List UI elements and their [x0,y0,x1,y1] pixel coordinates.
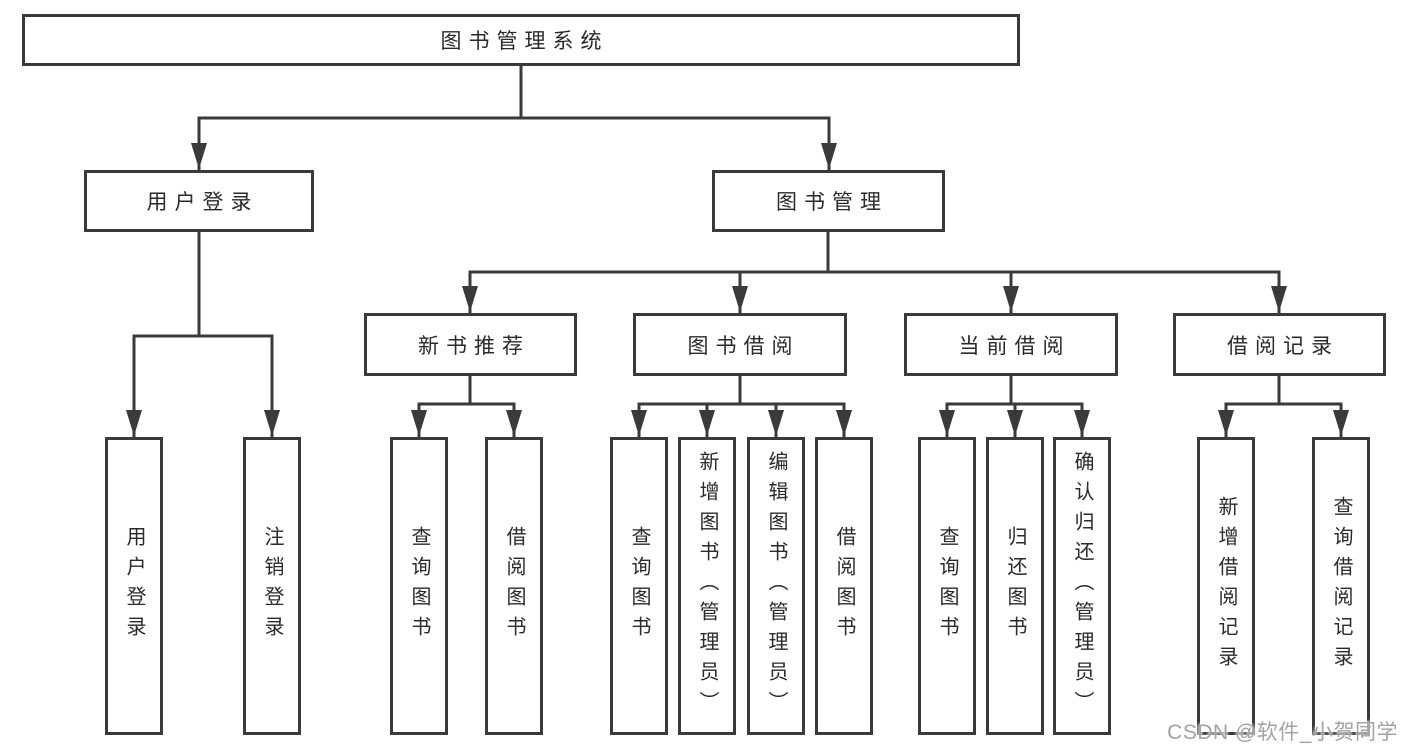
connector [132,229,274,338]
node-leaf-user-login: 用户登录 [105,437,163,735]
node-label: 确认归还（管理员） [1071,451,1093,721]
node-bb-query-books: 查询图书 [610,437,668,735]
node-label: 编辑图书（管理员） [765,451,787,721]
node-current-borrow: 当前借阅 [904,313,1118,376]
node-label: 图书管理 [776,191,888,214]
node-leaf-logout: 注销登录 [243,437,301,735]
node-borrow-records: 借阅记录 [1173,313,1386,376]
node-book-borrow: 图书借阅 [633,313,847,376]
connector [468,229,1281,274]
node-label: 新书推荐 [418,334,530,358]
node-label: 当前借阅 [958,334,1071,358]
node-nbr-query-books: 查询图书 [390,437,448,735]
node-label: 查询图书 [408,526,430,646]
node-br-add-record: 新增借阅记录 [1197,437,1255,735]
node-nbr-borrow-books: 借阅图书 [485,437,543,735]
node-label: 借阅图书 [833,526,855,646]
node-label: 注销登录 [261,526,283,646]
node-label: 新增借阅记录 [1215,496,1237,676]
watermark: CSDN @软件_小贺同学 [1167,721,1398,744]
connector [945,373,1084,406]
node-br-query-record: 查询借阅记录 [1312,437,1370,735]
node-label: 借阅图书 [503,526,525,646]
node-label: 归还图书 [1004,526,1026,646]
node-user-login: 用户登录 [84,170,314,232]
node-book-mgmt: 图书管理 [712,170,945,232]
node-label: 用户登录 [146,191,259,214]
node-bb-add-book-admin: 新增图书（管理员） [678,437,736,735]
node-cb-confirm-return-admin: 确认归还（管理员） [1053,437,1111,735]
node-bb-borrow-books: 借阅图书 [815,437,873,735]
node-label: 图书管理系统 [440,30,609,53]
connector [417,373,516,406]
node-label: 查询图书 [628,526,650,646]
node-new-book-rec: 新书推荐 [364,313,577,376]
node-label: 用户登录 [123,526,145,646]
node-label: 查询借阅记录 [1330,496,1352,676]
node-bb-edit-book-admin: 编辑图书（管理员） [747,437,805,735]
node-label: 查询图书 [936,526,958,646]
connector [197,64,831,120]
node-root: 图书管理系统 [22,14,1020,66]
node-label: 新增图书（管理员） [696,451,718,721]
node-cb-query-books: 查询图书 [918,437,976,735]
connector [1224,373,1343,406]
node-label: 图书借阅 [687,334,800,358]
node-cb-return-book: 归还图书 [986,437,1044,735]
node-label: 借阅记录 [1227,334,1339,358]
connector [637,373,846,406]
